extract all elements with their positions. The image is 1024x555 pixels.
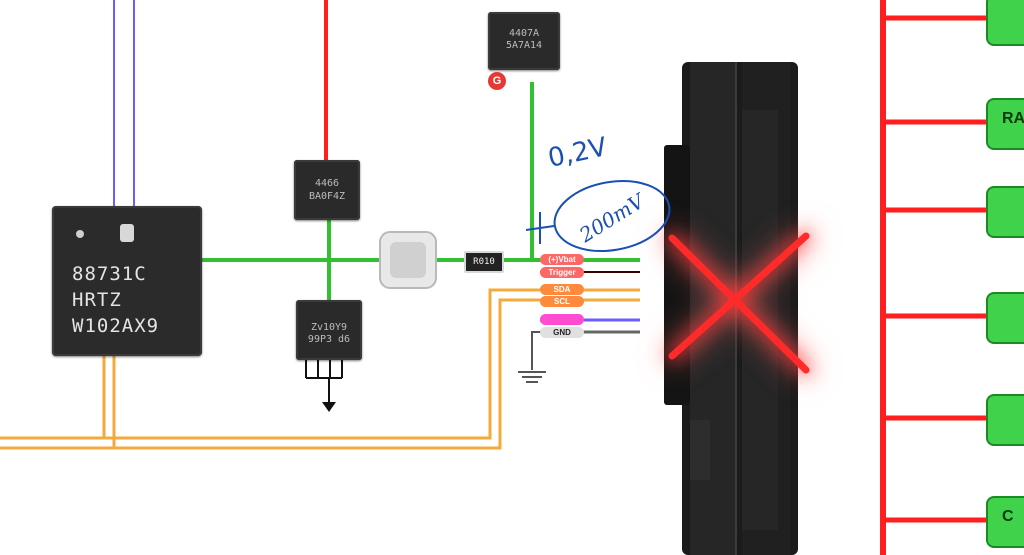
pin-label-vbat: (+)Vbat [540, 254, 584, 265]
annotation-marks [525, 180, 671, 252]
connector-3 [986, 186, 1024, 238]
sense-resistor: R010 [464, 251, 504, 273]
connector-2: RA [986, 98, 1024, 150]
battery-pack [664, 62, 798, 555]
controller-chip: 88731C HRTZ W102AX9 [52, 206, 202, 356]
inductor [379, 231, 437, 289]
pin-label-sda: SDA [540, 284, 584, 295]
mosfet-bottom-chip: Zv10Y9 99P3 d6 [296, 300, 362, 360]
pin-label-scl: SCL [540, 296, 584, 307]
ground-symbol [518, 331, 546, 383]
pin-label-trigger: Trigger [540, 267, 584, 278]
controller-line-3: W102AX9 [72, 315, 160, 337]
connector-5 [986, 394, 1024, 446]
pin-label-unlabeled [540, 314, 584, 325]
controller-line-2: HRTZ [72, 289, 122, 311]
mosfet-mid-line-2: BA0F4Z [308, 191, 346, 202]
mosfet-bottom-line-1: Zv10Y9 [310, 322, 348, 333]
down-arrow-icon [322, 402, 336, 412]
mosfet-bottom-line-2: 99P3 d6 [307, 334, 351, 345]
pin-label-gnd: GND [540, 327, 584, 338]
right-rail-branches [883, 15, 990, 523]
mosfet-top-line-1: 4407A [508, 28, 540, 39]
pin1-dot-icon [76, 230, 84, 238]
connector-1 [986, 0, 1024, 46]
connector-6: C [986, 496, 1024, 548]
logo-icon [120, 224, 134, 242]
mosfet-mid-chip: 4466 BA0F4Z [294, 160, 360, 220]
disconnect-x-mark [668, 232, 810, 374]
gate-badge: G [488, 72, 506, 90]
mosfet-mid-line-1: 4466 [314, 178, 340, 189]
bottom-mosfet-source-pins [305, 360, 343, 405]
controller-line-1: 88731C [72, 263, 147, 285]
mosfet-top-chip: 4407A 5A7A14 [488, 12, 560, 70]
mosfet-top-line-2: 5A7A14 [505, 40, 543, 51]
connector-4 [986, 292, 1024, 344]
